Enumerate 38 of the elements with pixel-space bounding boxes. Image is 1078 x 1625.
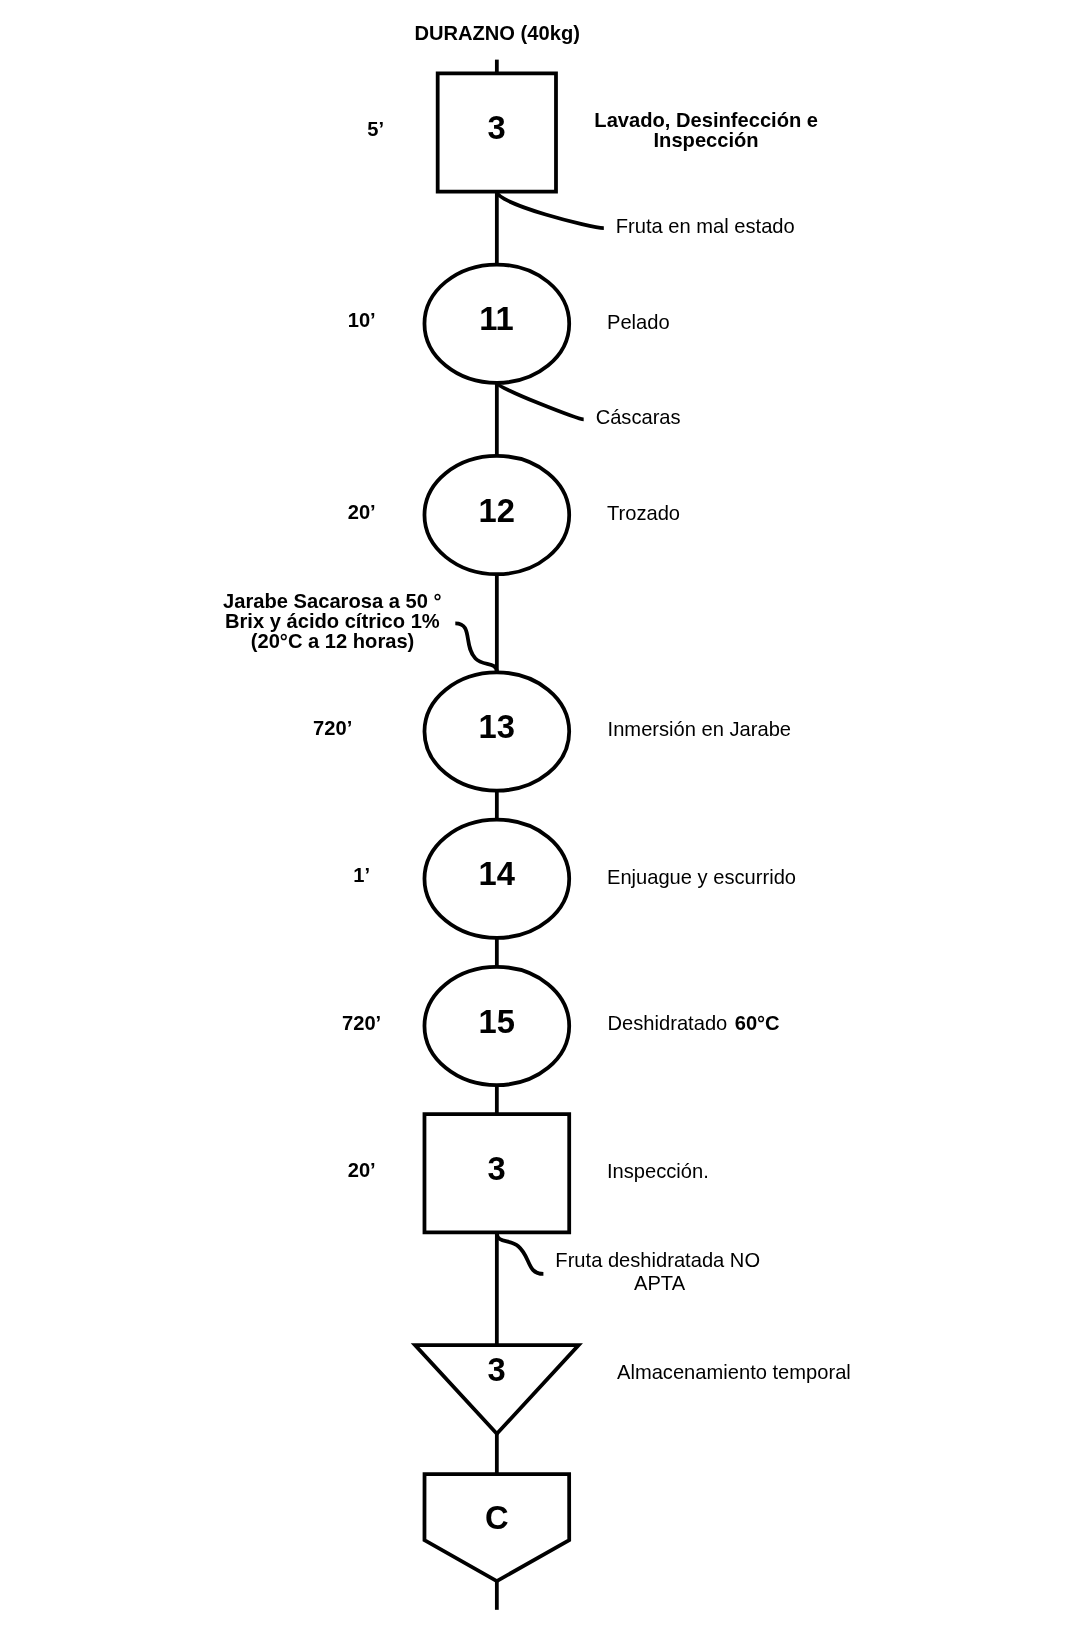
connector (455, 621, 499, 673)
node-label: 20’ (347, 500, 376, 523)
connector (494, 191, 499, 265)
connector (494, 1433, 499, 1474)
node-ellipse: 12 (422, 454, 572, 577)
node-ellipse: 14 (422, 817, 572, 940)
node-label: Enjuague y escurrido (606, 865, 797, 888)
node-label: Pelado (606, 310, 670, 333)
node-text: Jarabe Sacarosa a 50 ° Brix y ácido cítrico 1% (20°C a 12 horas) (223, 589, 442, 653)
connector (494, 790, 499, 820)
node-text: Fruta deshidratada NO APTA (555, 1249, 761, 1295)
connector (494, 574, 499, 673)
node-label: 720’ (342, 1011, 382, 1034)
node-label: 20’ (347, 1158, 376, 1181)
node-label: 720’ (313, 717, 353, 740)
node-ellipse: 11 (422, 262, 572, 385)
node-ellipse: 15 (422, 964, 572, 1088)
node-label: Inmersión en Jarabe (607, 718, 792, 741)
node-ellipse: 13 (422, 670, 572, 793)
node-text: DURAZNO (40kg) (414, 22, 580, 45)
connector (494, 1085, 499, 1114)
node-label: 10’ (347, 309, 376, 332)
node-text: Cáscaras (595, 406, 681, 429)
connector (494, 1581, 499, 1610)
connector (494, 1232, 499, 1345)
node-box: 3 (422, 1112, 572, 1235)
node-label: Inspección. (606, 1160, 709, 1183)
node-label: 1’ (353, 864, 371, 887)
connector (494, 938, 499, 967)
node-label: Almacenamiento temporal (617, 1361, 851, 1384)
connector (494, 59, 499, 74)
connector (494, 383, 499, 456)
node-text: Fruta en mal estado (615, 214, 795, 237)
node-label: Trozado (606, 501, 681, 524)
node-label: 5’ (367, 117, 384, 140)
node-box: 3 (435, 71, 558, 194)
node-label: Deshidratado 60°C (607, 1011, 780, 1034)
node-label: Lavado, Desinfección e Inspección (594, 109, 819, 152)
